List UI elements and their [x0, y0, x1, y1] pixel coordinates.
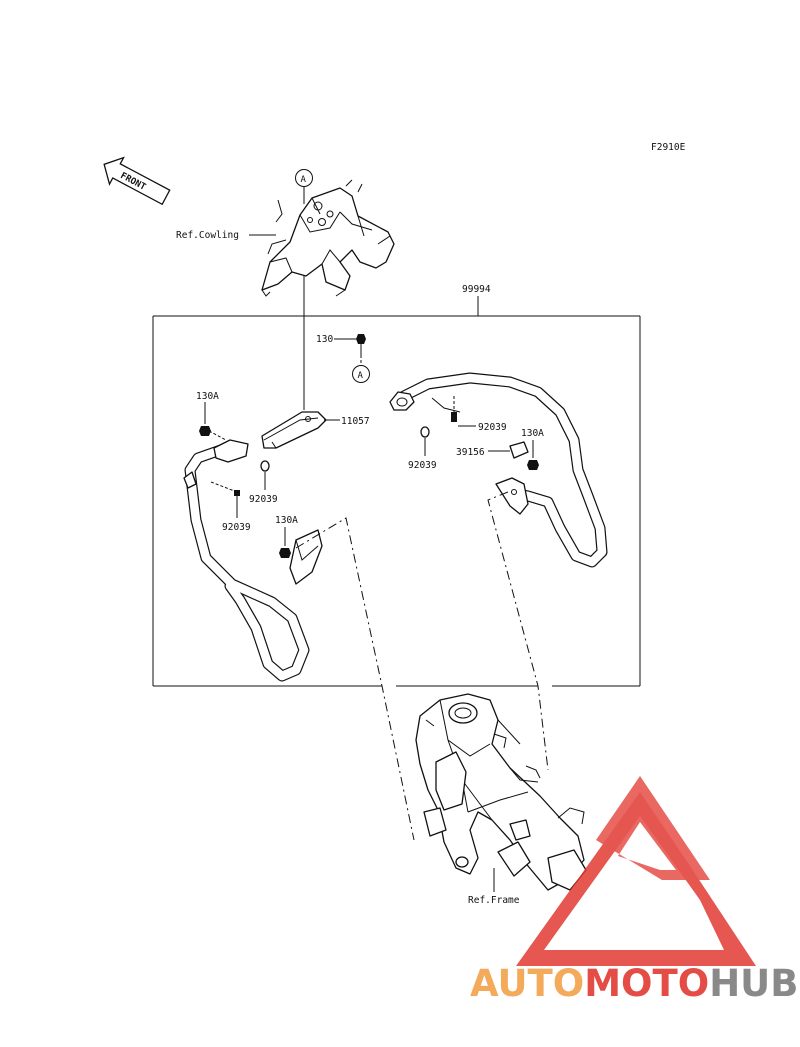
part-code-92039-right-b: 92039: [408, 460, 437, 471]
part-code-92039-left-a: 92039: [249, 494, 278, 505]
left-guard-to-frame-line: [295, 517, 415, 841]
bolt-130-icon: [356, 334, 366, 355]
bracket-11057-illustration: [261, 411, 327, 449]
ref-cowling-label: Ref.Cowling: [176, 230, 239, 241]
bolt-130a-left-top-icon: [199, 426, 227, 441]
part-code-130a-left-bottom: 130A: [275, 515, 298, 526]
assembly-box: [152, 296, 641, 687]
cowling-bracket-illustration: [261, 179, 395, 297]
figure-code: F2910E: [651, 142, 686, 153]
automotohub-watermark-text: AUTOMOTOHUB: [470, 962, 798, 1005]
cap-92039-right-a-icon: [451, 412, 457, 422]
bolt-130a-right-icon: [527, 460, 539, 470]
svg-text:AUTOMOTOHUB: AUTOMOTOHUB: [470, 962, 798, 1005]
reference-a-bottom-marker: A: [352, 365, 370, 383]
part-code-11057: 11057: [341, 416, 370, 427]
frame-illustration: [415, 693, 587, 891]
part-code-130: 130: [316, 334, 333, 345]
watermark-auto: AUTO: [470, 962, 584, 1005]
watermark-moto: MOTO: [584, 962, 709, 1005]
automotohub-watermark-logo: [516, 776, 756, 966]
svg-text:A: A: [358, 371, 364, 381]
collar-39156-icon: [509, 441, 529, 459]
right-engine-guard-illustration: [389, 372, 608, 568]
cap-92039-left-b-icon: [234, 490, 240, 496]
left-engine-guard-illustration: [183, 439, 323, 682]
part-code-130a-left-top: 130A: [196, 391, 219, 402]
part-code-92039-right-a: 92039: [478, 422, 507, 433]
right-guard-to-frame-line: [487, 491, 549, 771]
reference-a-top-marker: A: [295, 169, 313, 204]
ref-frame-label: Ref.Frame: [468, 895, 520, 906]
part-code-130a-right: 130A: [521, 428, 544, 439]
watermark-hub: HUB: [709, 962, 798, 1005]
cap-92039-right-b-icon: [420, 426, 430, 438]
cap-92039-left-a-icon: [260, 460, 270, 472]
bolt-130a-left-bottom-icon: [279, 548, 291, 558]
svg-text:A: A: [301, 175, 307, 185]
assembly-code: 99994: [462, 284, 491, 295]
front-arrow-icon: FRONT: [103, 156, 171, 206]
part-code-92039-left-b: 92039: [222, 522, 251, 533]
part-code-39156: 39156: [456, 447, 485, 458]
